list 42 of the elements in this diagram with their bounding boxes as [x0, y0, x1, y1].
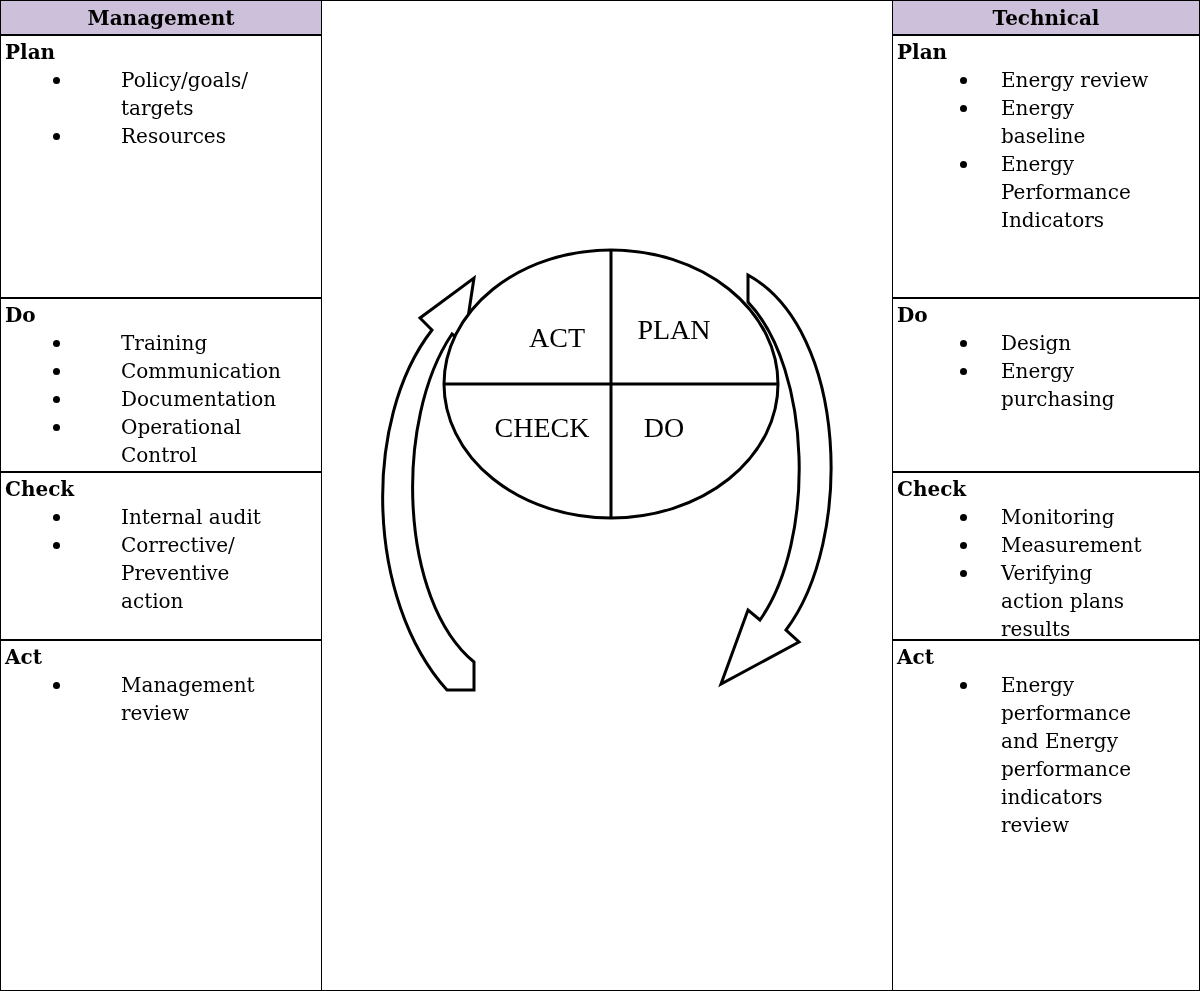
- quadrant-label: ACT: [529, 321, 585, 355]
- cell-heading: Do: [5, 302, 37, 329]
- bullet-item: Operational Control: [121, 414, 243, 469]
- bullet-item: Communication: [121, 358, 282, 385]
- column-heading: Management: [87, 4, 235, 32]
- bullet-item: Energy Performance Indicators: [1001, 151, 1132, 234]
- quadrant-label: CHECK: [494, 411, 590, 445]
- bullet-item: Energy baseline: [1001, 95, 1087, 150]
- cell-heading: Act: [5, 644, 43, 671]
- bullet-item: Corrective/ Preventive action: [121, 532, 236, 615]
- bullet-item: Design: [1001, 330, 1073, 357]
- header-cell: [0, 0, 322, 35]
- bullet-item: Resources: [121, 123, 227, 150]
- quadrant-label: PLAN: [637, 313, 711, 347]
- bullet-item: Energy review: [1001, 67, 1150, 94]
- bullet-item: Measurement: [1001, 532, 1143, 559]
- table-cell: [892, 298, 1200, 472]
- bullet-item: Internal audit: [121, 504, 262, 531]
- column-heading: Technical: [992, 4, 1100, 32]
- cell-heading: Do: [897, 302, 929, 329]
- table-cell: [892, 35, 1200, 298]
- bullet-item: Training: [121, 330, 209, 357]
- cell-heading: Plan: [5, 39, 57, 66]
- table-cell: [892, 472, 1200, 640]
- table-cell: [0, 35, 322, 298]
- cell-heading: Check: [897, 476, 968, 503]
- header-cell: [892, 0, 1200, 35]
- bullet-item: Policy/goals/ targets: [121, 67, 249, 122]
- bullet-item: Energy purchasing: [1001, 358, 1116, 413]
- table-cell: [0, 640, 322, 991]
- bullet-item: Energy performance and Energy performance indicators review: [1001, 672, 1132, 839]
- bullet-item: Monitoring: [1001, 504, 1116, 531]
- quadrant-label: DO: [643, 411, 685, 445]
- table-cell: [892, 640, 1200, 991]
- cell-heading: Check: [5, 476, 76, 503]
- table-cell: [0, 298, 322, 472]
- bullet-item: Management review: [121, 672, 256, 727]
- cell-heading: Plan: [897, 39, 949, 66]
- table-cell: [0, 472, 322, 640]
- bullet-item: Documentation: [121, 386, 278, 413]
- bullet-item: Verifying action plans results: [1001, 560, 1126, 643]
- cell-heading: Act: [897, 644, 935, 671]
